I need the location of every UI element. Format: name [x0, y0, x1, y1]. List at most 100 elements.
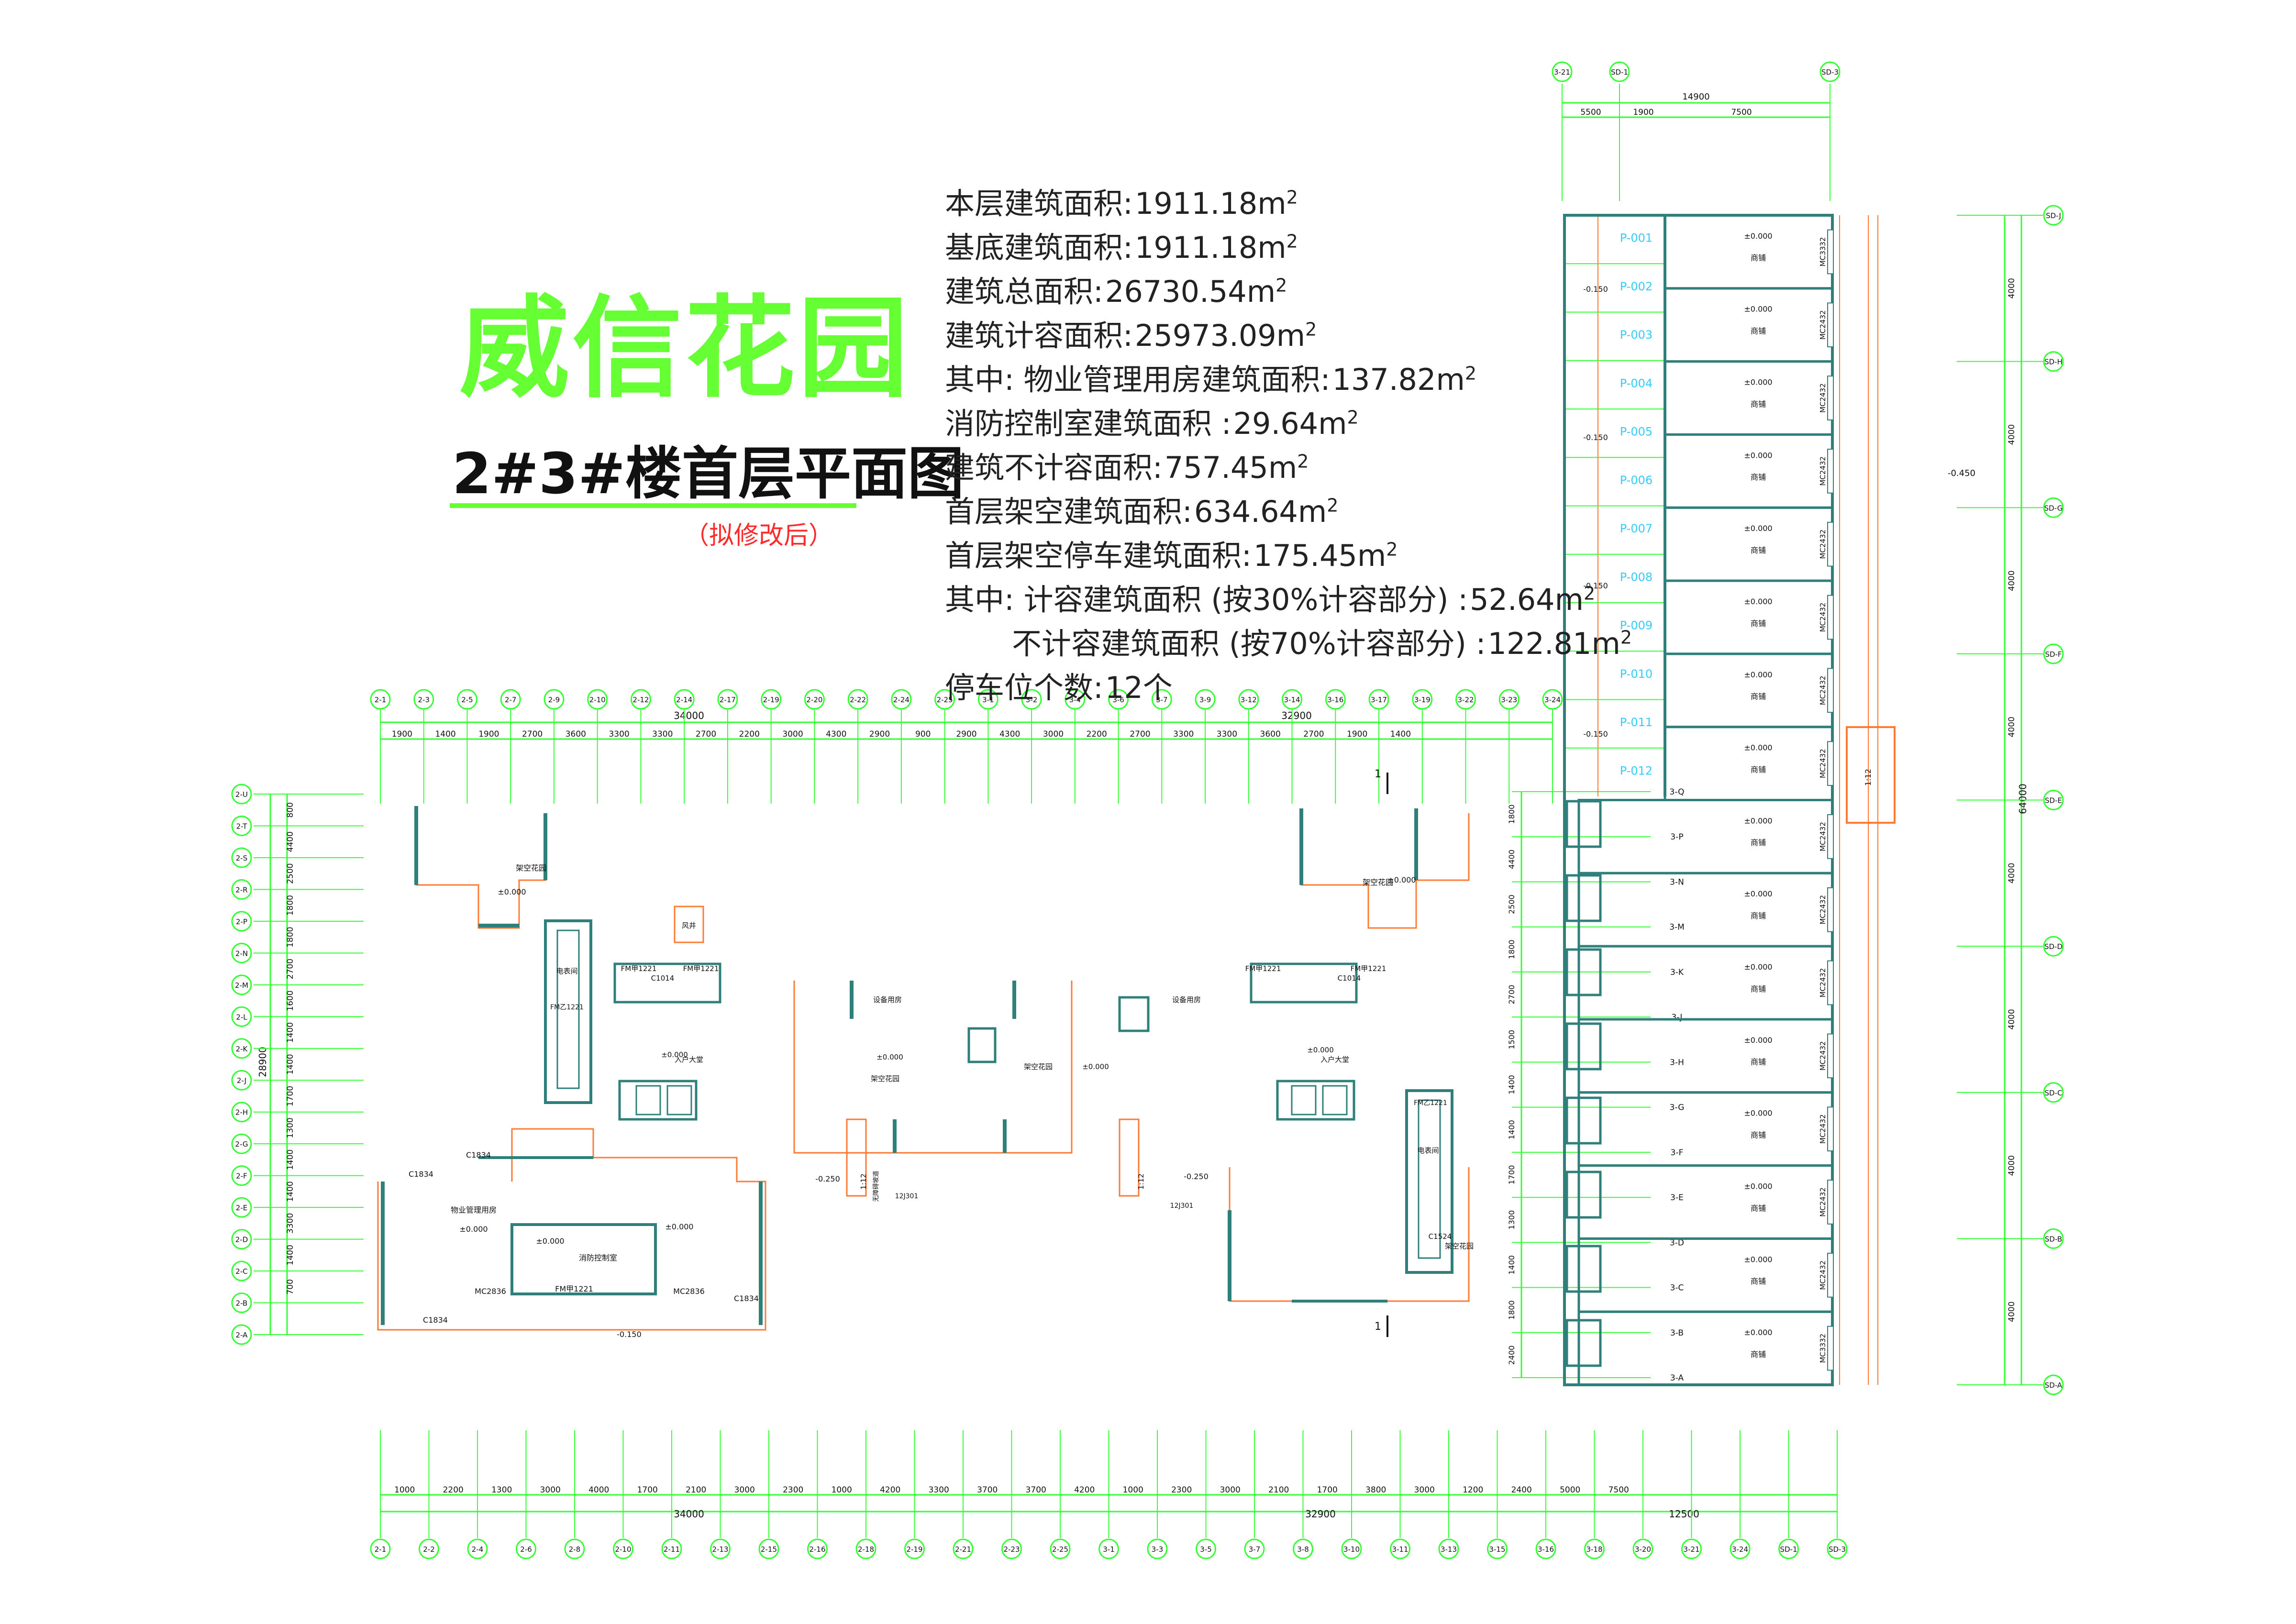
- shop-door: MC2432: [1819, 895, 1827, 925]
- parking-stall-label: P-008: [1620, 570, 1653, 584]
- elevator-shaft: [544, 919, 592, 1104]
- left-dim: 800: [286, 802, 295, 818]
- axis-bubble: [467, 1538, 488, 1559]
- room-level: ±0.000: [1082, 1062, 1109, 1071]
- area-stat-label: 基底建筑面积:: [945, 230, 1133, 265]
- shop-level: ±0.000: [1744, 962, 1772, 972]
- fire-control-room: [510, 1223, 657, 1295]
- left-dim: 1400: [286, 1022, 295, 1043]
- axis-bubble: [370, 1538, 391, 1559]
- top-dim: 1900: [478, 729, 499, 739]
- bottom-dim: 2200: [443, 1485, 464, 1495]
- area-stat-unit: 2: [1347, 407, 1359, 428]
- top-dim: 3300: [1217, 729, 1237, 739]
- room-level: ±0.000: [665, 1222, 693, 1231]
- bottom-dim: 4000: [588, 1485, 609, 1495]
- axis-bubble: [2043, 643, 2064, 664]
- axis-bubble: [855, 1538, 876, 1559]
- axis-label: 2-10: [589, 696, 606, 704]
- inner-axis-label: 3-A: [1670, 1373, 1684, 1383]
- room-label: 架空花园: [871, 1074, 899, 1083]
- shop-door: MC2432: [1819, 675, 1827, 705]
- bottom-dim: 1000: [1123, 1485, 1143, 1495]
- top-right-total-dim: 14900: [1682, 92, 1709, 102]
- window-tag: C1834: [466, 1150, 491, 1160]
- axis-bubble: [1498, 689, 1520, 710]
- inner-dim: 1700: [1507, 1165, 1516, 1185]
- parking-stall-label: P-003: [1620, 328, 1653, 342]
- top-dim: 900: [915, 729, 931, 739]
- top-dim: 3300: [609, 729, 629, 739]
- parking-level: -0.150: [1583, 729, 1608, 739]
- left-dim: 1400: [286, 1054, 295, 1074]
- right-dim: 4000: [2007, 570, 2017, 591]
- axis-bubble: [1147, 1538, 1168, 1559]
- axis-label: 2-24: [893, 696, 910, 704]
- top-dim: 2700: [1303, 729, 1324, 739]
- axis-label: 2-10: [615, 1545, 631, 1554]
- axis-label: 2-1: [375, 1545, 387, 1554]
- left-dim: 1800: [286, 895, 295, 916]
- axis-bubble: [1438, 1538, 1459, 1559]
- left-dim: 2500: [286, 863, 295, 884]
- area-stat-row: 首层架空停车建筑面积:175.45m2: [945, 534, 1605, 578]
- shop-name: 商铺: [1751, 1130, 1766, 1139]
- axis-bubble: [1238, 689, 1259, 710]
- shop-level: ±0.000: [1744, 670, 1772, 679]
- door-tag: FM乙1221: [550, 1004, 584, 1011]
- shop-door-opening: [1827, 814, 1834, 859]
- axis-label: 2-R: [235, 885, 247, 894]
- shop-door-opening: [1827, 376, 1834, 420]
- axis-bubble: [761, 689, 782, 710]
- axis-label: 2-5: [461, 696, 473, 704]
- left-tower-edge: [415, 806, 546, 929]
- ramp-label: 无障碍坡道: [873, 1171, 880, 1202]
- shop-stair: [1565, 1022, 1602, 1071]
- window-tag: C1524: [1429, 1232, 1452, 1241]
- axis-label: 2-15: [761, 1545, 777, 1554]
- axis-label: 2-T: [236, 822, 248, 830]
- door-tag: FM甲1221: [1245, 964, 1281, 973]
- elevator-core: [618, 1080, 698, 1121]
- area-stat-label: 不计容建筑面积 (按70%计容部分) :: [1012, 626, 1486, 661]
- shop-level: ±0.000: [1744, 1255, 1772, 1264]
- axis-label: 2-25: [1052, 1545, 1068, 1554]
- shop-level: ±0.000: [1744, 232, 1772, 241]
- door-tag: FM甲1221: [683, 964, 719, 973]
- axis-label: SD-B: [2045, 1235, 2062, 1243]
- axis-label: 2-J: [237, 1076, 246, 1085]
- axis-label: 3-4: [1069, 696, 1081, 704]
- axis-bubble: [847, 689, 868, 710]
- shop-door: MC2432: [1819, 383, 1827, 413]
- axis-bubble: [231, 1165, 252, 1186]
- axis-bubble: [231, 942, 252, 963]
- ramp-ref: 12J301: [1170, 1202, 1194, 1210]
- axis-label: 3-14: [1284, 696, 1300, 704]
- inner-axis-label: 3-C: [1670, 1283, 1684, 1293]
- bottom-total-dim: 32900: [1305, 1508, 1336, 1520]
- shop-door-opening: [1827, 229, 1834, 275]
- axis-label: SD-1: [1780, 1545, 1797, 1554]
- axis-bubble: [1455, 689, 1476, 710]
- room-label: 物业管理用房: [451, 1205, 497, 1215]
- shop-name: 商铺: [1751, 619, 1766, 628]
- ramp-ref: 12J301: [895, 1193, 919, 1200]
- shop-level: ±0.000: [1744, 597, 1772, 606]
- parking-stall-label: P-006: [1620, 474, 1653, 487]
- shop-door-opening: [1827, 1180, 1834, 1225]
- axis-bubble: [231, 879, 252, 900]
- area-stat-unit: 2: [1327, 495, 1339, 516]
- room-level: ±0.000: [1307, 1046, 1334, 1054]
- shop-door-opening: [1827, 1326, 1834, 1371]
- inner-axis-label: 3-G: [1670, 1103, 1685, 1113]
- bottom-dim: 7500: [1608, 1485, 1629, 1495]
- axis-label: 2-17: [720, 696, 736, 704]
- left-dim: 2700: [286, 959, 295, 979]
- axis-bubble: [231, 1038, 252, 1059]
- axis-bubble: [564, 1538, 585, 1559]
- top-right-dim: 1900: [1633, 108, 1653, 117]
- axis-label: 2-C: [235, 1267, 247, 1276]
- bottom-dim: 1700: [637, 1485, 658, 1495]
